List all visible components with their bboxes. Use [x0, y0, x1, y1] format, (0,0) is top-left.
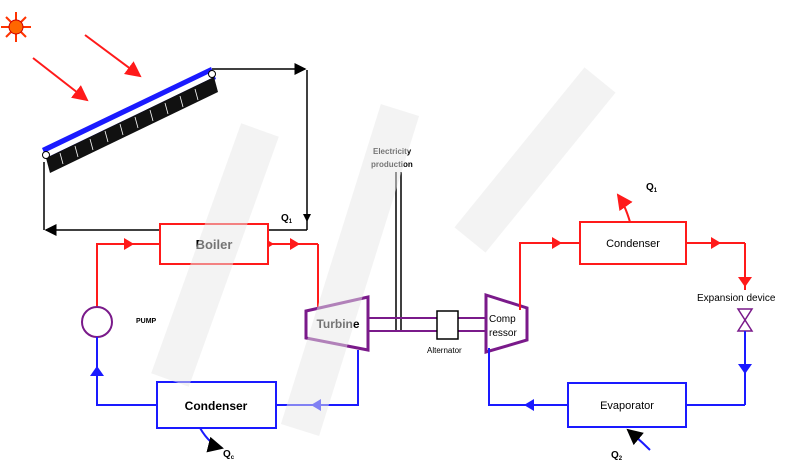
condenser-left-label: Condenser: [185, 399, 248, 413]
q2-label: Q2: [611, 450, 623, 462]
heat-in-arrow: [626, 428, 651, 451]
heat-transfer-loop: [43, 63, 308, 236]
electricity-line: [395, 172, 402, 330]
condenser-right-label: Condenser: [606, 238, 660, 250]
flow-arrow: [552, 237, 562, 249]
flow-arrow: [124, 238, 134, 250]
compressor-label-line1: Comp: [489, 314, 516, 325]
sun-ray-arrow: [32, 34, 142, 102]
flow-arrow: [290, 238, 300, 250]
heat-out-arrow: [199, 427, 224, 453]
pump-symbol: [81, 306, 113, 367]
evaporator-label: Evaporator: [600, 400, 654, 412]
watermark: [151, 67, 616, 436]
alternator-box: [436, 310, 459, 340]
evaporator-box: [567, 382, 687, 428]
flow-arrow: [524, 399, 534, 411]
alternator-label: Alternator: [427, 346, 462, 355]
pump-label: PUMP: [136, 318, 157, 325]
q1-left-label: Q1: [281, 213, 293, 225]
solar-collector: [42, 67, 218, 173]
qc-label: Qc: [223, 449, 235, 461]
flow-arrow: [711, 237, 721, 249]
flow-arrow: [738, 364, 752, 374]
flow-arrow: [90, 366, 104, 376]
condenser-left-box: [156, 381, 277, 429]
q1-right-label: Q1: [646, 182, 658, 194]
condenser-right-box: [579, 221, 687, 265]
compressor-shape: [484, 292, 529, 355]
compressor-label-line2: ressor: [489, 328, 517, 339]
shaft: [368, 317, 485, 332]
sun-icon: [1, 12, 31, 42]
expansion-valve-symbol: [736, 308, 754, 332]
flow-arrow: [738, 277, 752, 287]
heat-out-arrow: [616, 193, 633, 223]
expansion-device-label: Expansion device: [697, 293, 776, 304]
